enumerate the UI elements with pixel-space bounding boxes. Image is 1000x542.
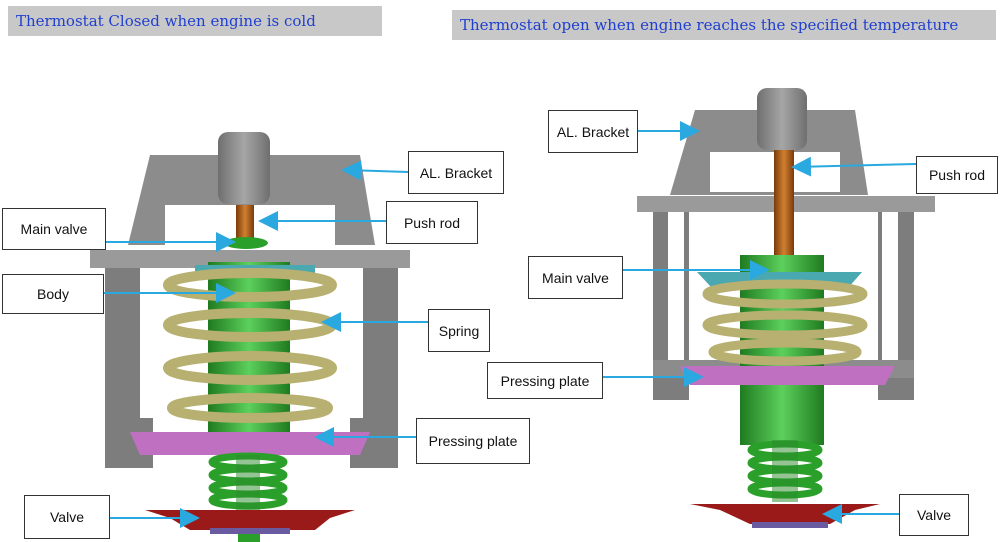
left-label-body: Body xyxy=(2,274,104,314)
right-spring xyxy=(702,279,868,366)
left-thermostat xyxy=(90,132,410,542)
left-push-rod xyxy=(236,205,254,243)
left-pressing-plate xyxy=(130,432,370,455)
leader-arrows xyxy=(104,121,917,528)
right-label-pressing-plate: Pressing plate xyxy=(487,362,603,399)
left-label-pressing-plate: Pressing plate xyxy=(416,418,530,464)
right-thermostat xyxy=(637,88,935,528)
left-label-main-valve: Main valve xyxy=(2,208,106,250)
left-label-valve: Valve xyxy=(24,495,110,539)
right-label-al-bracket: AL. Bracket xyxy=(548,110,638,153)
left-valve xyxy=(145,510,355,530)
right-pressing-plate xyxy=(680,366,895,385)
left-title: Thermostat Closed when engine is cold xyxy=(8,6,382,36)
right-title: Thermostat open when engine reaches the … xyxy=(452,10,996,40)
left-label-spring: Spring xyxy=(428,309,490,352)
left-label-push-rod: Push rod xyxy=(386,201,478,244)
right-label-main-valve: Main valve xyxy=(528,256,623,299)
left-label-al-bracket: AL. Bracket xyxy=(408,151,504,194)
right-label-push-rod: Push rod xyxy=(916,156,998,194)
right-push-rod xyxy=(774,150,794,258)
left-body xyxy=(208,262,290,432)
right-label-valve: Valve xyxy=(899,494,969,536)
